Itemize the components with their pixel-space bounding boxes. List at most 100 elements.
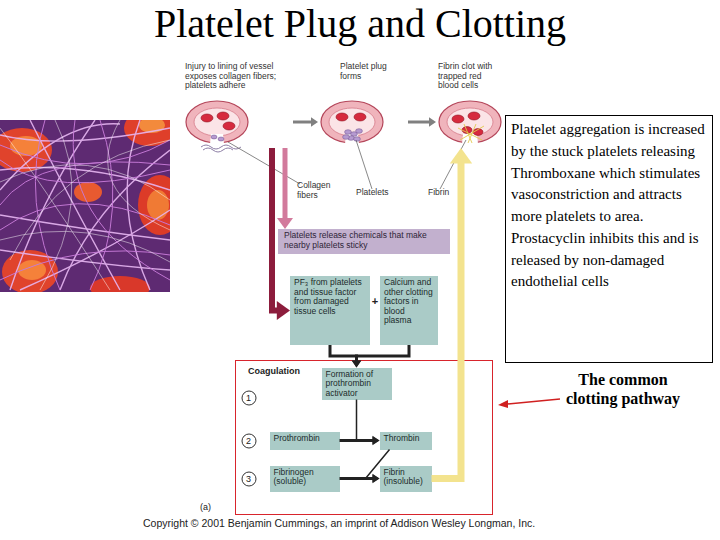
fibrin-mesh	[40, 120, 72, 290]
leader-line	[356, 140, 372, 189]
connector-arrow	[330, 345, 361, 368]
callout-arrow	[507, 399, 560, 404]
connector-arrow	[432, 148, 473, 479]
step-circle	[242, 391, 256, 405]
connector-line	[340, 439, 374, 442]
page-title: Platelet Plug and Clotting	[0, 0, 720, 48]
step-number-text: 2	[241, 433, 257, 449]
connector-line	[432, 160, 462, 478]
factor-box: Formation of prothrombin activator	[322, 368, 392, 400]
arrow-head	[352, 361, 362, 368]
vessel-illustration	[329, 108, 375, 136]
connector-arrow	[340, 436, 380, 446]
step-number-text: 3	[241, 471, 257, 487]
vessel-illustration	[218, 137, 224, 141]
step-circle	[242, 434, 256, 448]
connector-line	[283, 148, 288, 220]
fibrin-mesh	[0, 162, 170, 205]
part-label: Collagen fibers	[297, 180, 343, 200]
vessel-illustration	[210, 134, 224, 144]
connector-line	[366, 450, 390, 479]
vessel-illustration	[354, 137, 361, 142]
fibrin-mesh	[108, 120, 170, 230]
fibrin-mesh	[0, 165, 170, 200]
pathway-frame: Coagulation1Formation of prothrombin act…	[235, 360, 493, 515]
leader-line	[228, 140, 466, 189]
arrow-head	[277, 301, 290, 320]
step-number-text: 1	[241, 390, 257, 406]
connector-arrow	[352, 345, 409, 368]
vessel-illustration	[439, 101, 501, 143]
vessel-illustration	[452, 115, 464, 123]
fibrin-mesh	[0, 231, 170, 262]
vessel-illustration	[336, 113, 348, 121]
step-number: 1	[241, 390, 257, 406]
arrow-head	[352, 361, 362, 368]
vessel-illustration	[343, 135, 350, 140]
fibrin-mesh	[0, 120, 170, 290]
factor-box: Fibrin (insoluble)	[380, 466, 432, 492]
stage-panel: Fibrin clot with trapped red blood cells	[436, 62, 506, 148]
vessel-illustration	[321, 101, 383, 144]
node-text: Platelet plug forms	[340, 62, 390, 81]
factor-box: PF₃ from platelets and tissue factor fro…	[290, 276, 370, 345]
step-number: 2	[241, 433, 257, 449]
node-text: Calcium and other clotting factors in bl…	[384, 278, 434, 326]
arrow-head	[373, 475, 380, 483]
node-text: Injury to lining of vessel exposes colla…	[185, 62, 293, 91]
factor-box: Prothrombin	[270, 432, 340, 450]
connector-line	[293, 121, 312, 124]
process-band: Platelets release chemicals that make ne…	[278, 229, 450, 254]
callout-note: The common clotting pathway	[558, 370, 688, 408]
connector-line	[340, 477, 374, 480]
node-text: Formation of prothrombin activator	[326, 370, 388, 399]
vessel-illustration	[186, 101, 248, 152]
red-blood-cell	[138, 175, 170, 235]
part-label: Fibrin	[428, 187, 458, 197]
node-text: Prothrombin	[274, 434, 336, 444]
part-label: Platelets	[356, 187, 406, 197]
note-box: Platelet aggregation is increased by the…	[505, 115, 713, 363]
step-number: 3	[241, 471, 257, 487]
connector-arrow	[408, 117, 436, 127]
connector-arrow	[272, 148, 290, 320]
vessel-illustration	[458, 124, 484, 143]
node-text: Platelet aggregation is increased by the…	[511, 119, 707, 293]
node-text: Fibrinogen (soluble)	[274, 468, 336, 487]
connector-line	[357, 345, 410, 362]
step-circle	[242, 472, 256, 486]
vessel-illustration	[211, 135, 217, 139]
connector-line	[330, 345, 357, 362]
connector-arrow	[277, 148, 293, 229]
red-blood-cell	[147, 190, 169, 220]
factor-box: Fibrinogen (soluble)	[270, 466, 340, 492]
vessel-illustration	[354, 113, 366, 121]
vessel-illustration	[223, 122, 235, 130]
connector-line	[408, 121, 430, 124]
arrow-head	[311, 117, 318, 127]
arrow-head	[373, 474, 380, 484]
vessel-illustration	[201, 114, 213, 122]
fibrin-mesh	[0, 215, 170, 240]
vessel-illustration	[468, 112, 480, 120]
micrograph-photo	[0, 120, 170, 292]
vessel-illustration	[203, 148, 233, 152]
fibrin-mesh	[10, 140, 170, 260]
fibrin-mesh	[0, 251, 170, 280]
red-blood-cell	[74, 182, 102, 202]
connector-line	[357, 400, 374, 441]
factor-box: Thrombin	[380, 432, 432, 450]
node-text: Fibrin clot with trapped red blood cells	[438, 62, 502, 91]
connector-arrow	[366, 450, 390, 483]
node-text: Fibrin (insoluble)	[384, 468, 428, 487]
vessel-illustration	[194, 108, 240, 136]
fibrin-mesh	[73, 120, 170, 280]
fibrin-mesh	[0, 204, 170, 230]
callout-arrow	[498, 399, 560, 408]
arrow-head	[373, 437, 380, 445]
arrow-head	[450, 148, 472, 163]
connector-arrow	[293, 117, 318, 127]
node-text: Platelets release chemicals that make ne…	[284, 231, 444, 250]
stage-panel: Platelet plug forms	[318, 62, 408, 148]
